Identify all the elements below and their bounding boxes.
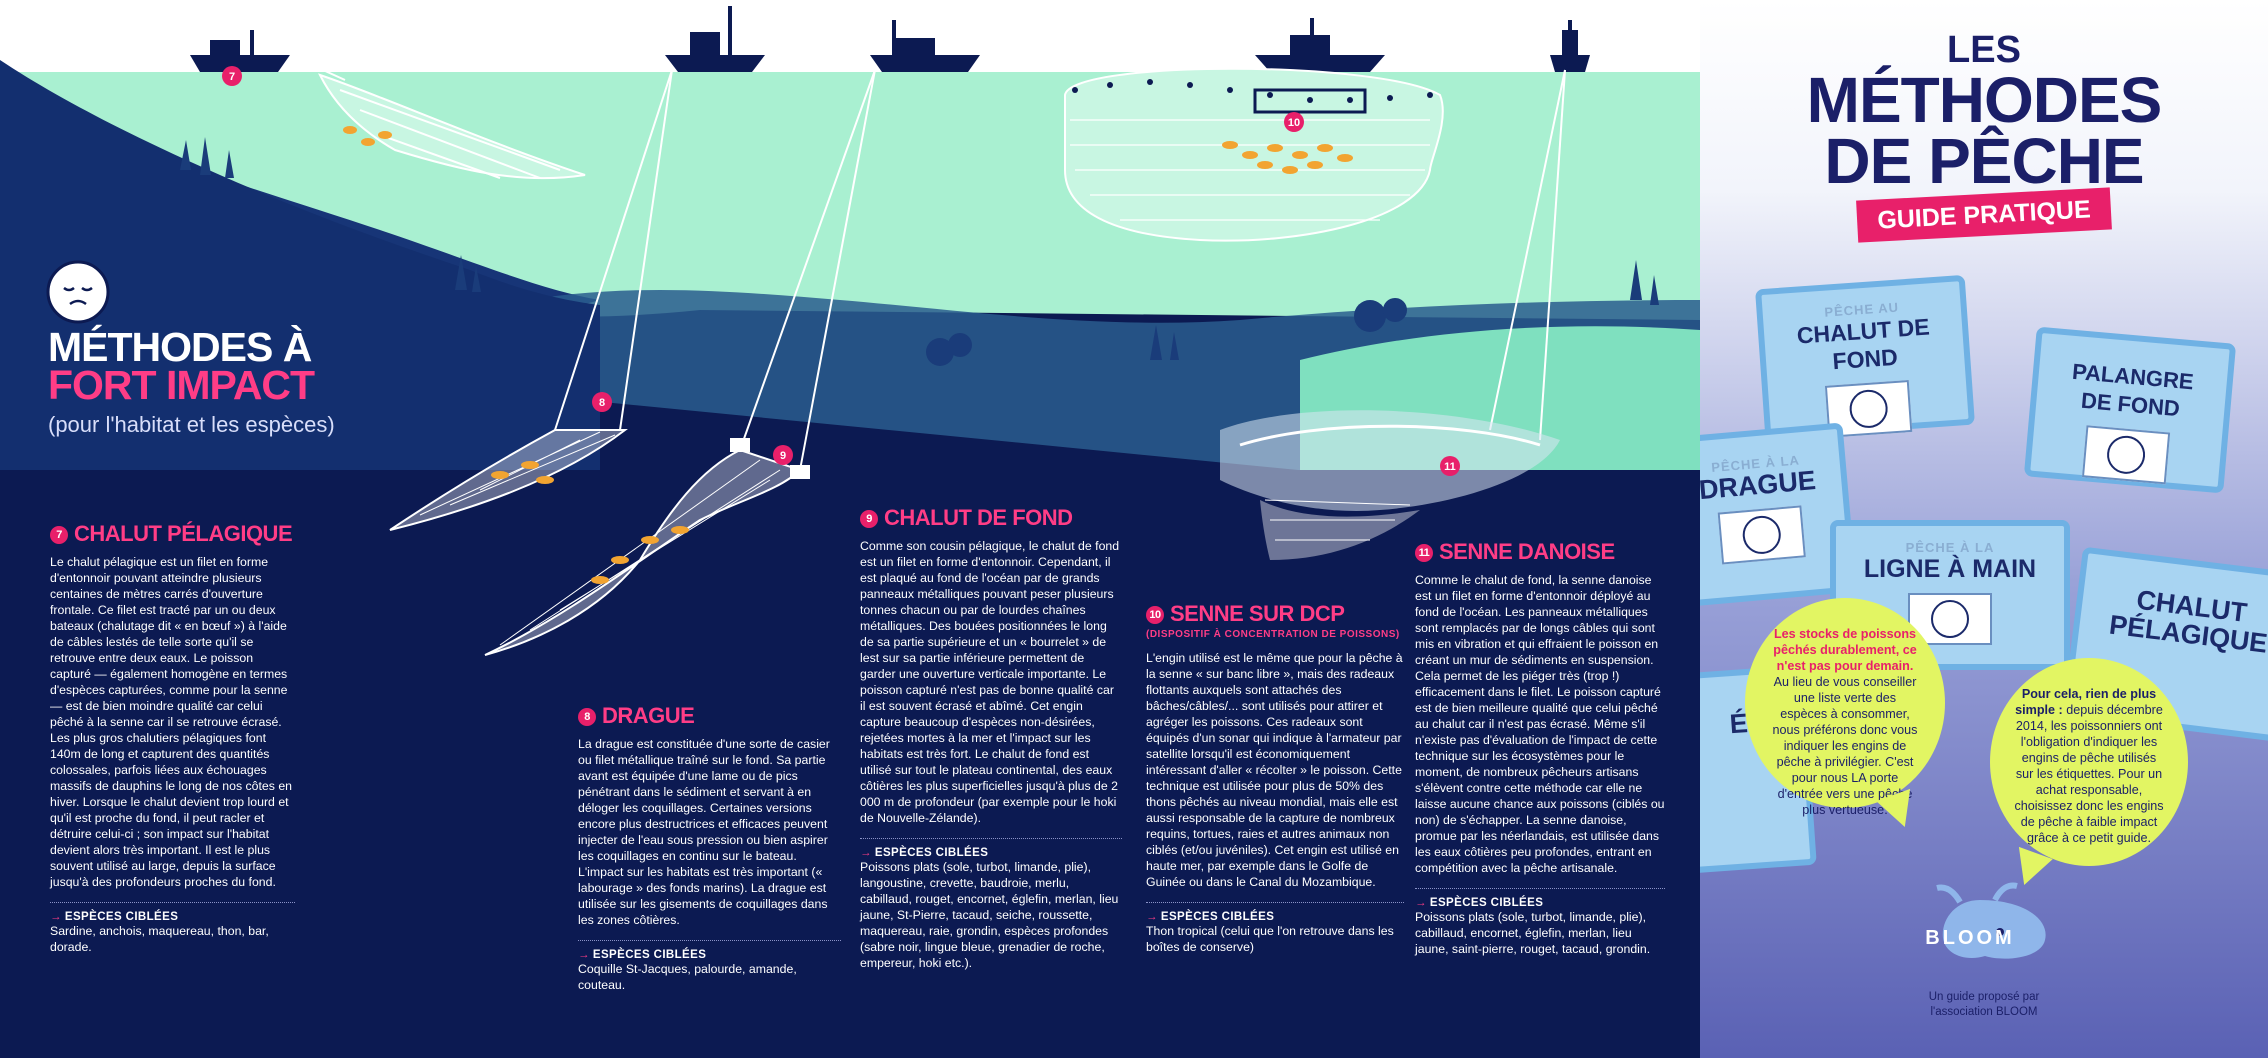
- guide-title-line2: MÉTHODES: [1806, 64, 2163, 136]
- danish-seine-net: [1220, 410, 1560, 560]
- main-title-line1: MÉTHODES À: [48, 324, 312, 370]
- method-heading: 7 CHALUT PÉLAGIQUE: [50, 522, 295, 546]
- info-bubble-left: Les stocks de poissons pêchés durablemen…: [1745, 598, 1945, 834]
- svg-text:7: 7: [229, 71, 235, 83]
- method-title: CHALUT DE FOND: [884, 505, 1073, 530]
- boats: [190, 6, 1590, 72]
- guide-title: LES MÉTHODES DE PÊCHE: [1700, 29, 2268, 197]
- happy-face-icon: [1908, 593, 1992, 645]
- method-title: CHALUT PÉLAGIQUE: [74, 521, 293, 546]
- sign-palangre: PALANGRE DE FOND: [2023, 326, 2237, 494]
- separator: [50, 902, 295, 903]
- dredge-net: [389, 429, 628, 531]
- target-heading: →ESPÈCES CIBLÉES: [860, 847, 989, 859]
- target-heading: →ESPÈCES CIBLÉES: [50, 911, 179, 923]
- method-body: Comme son cousin pélagique, le chalut de…: [860, 539, 1120, 825]
- arrow-icon: →: [578, 949, 590, 961]
- target-heading: →ESPÈCES CIBLÉES: [1146, 911, 1275, 923]
- main-title: MÉTHODES À FORT IMPACT (pour l'habitat e…: [48, 324, 335, 438]
- target-species: Poissons plats (sole, turbot, limande, p…: [860, 860, 1119, 970]
- arrow-icon: →: [50, 911, 62, 923]
- credit-line2: l'association BLOOM: [1930, 1006, 2038, 1018]
- bubble-highlight: Pour cela, rien de plus simple :: [2015, 687, 2157, 717]
- seaweed: [180, 137, 1659, 366]
- bubble-text: Au lieu de vous conseiller une liste ver…: [1772, 675, 1918, 817]
- svg-text:11: 11: [1444, 461, 1456, 473]
- method-title: SENNE DANOISE: [1439, 539, 1615, 564]
- method-number: 10: [1146, 606, 1164, 625]
- target-species: Thon tropical (celui que l'on retrouve d…: [1146, 924, 1394, 954]
- guide-panel: LES MÉTHODES DE PÊCHE GUIDE PRATIQUE PÊC…: [1700, 0, 2268, 1058]
- marker-9: 9: [773, 445, 793, 465]
- method-number: 8: [578, 708, 596, 727]
- method-number: 9: [860, 510, 878, 529]
- method-body: La drague est constituée d'une sorte de …: [578, 737, 830, 927]
- main-title-subtitle: (pour l'habitat et les espèces): [48, 412, 335, 437]
- squid-body-icon: [1942, 900, 2046, 959]
- method-senne-danoise: 11 SENNE DANOISE Comme le chalut de fond,…: [1415, 540, 1665, 957]
- arrow-icon: →: [1146, 911, 1158, 923]
- svg-text:10: 10: [1288, 117, 1300, 129]
- pelagic-net-surface: [289, 54, 586, 180]
- credit-line1: Un guide proposé par: [1928, 991, 2040, 1003]
- logo-text: BLOOM: [1925, 927, 2014, 949]
- method-body: L'engin utilisé est le même que pour la …: [1146, 651, 1403, 889]
- number-markers: 7 8 9 10 11: [222, 66, 1460, 476]
- arrow-icon: →: [860, 847, 872, 859]
- sign-small-label: PÊCHE À LA: [1905, 540, 1995, 555]
- arrow-icon: →: [1415, 897, 1427, 909]
- sign-chalut-de-fond: PÊCHE AU CHALUT DE FOND: [1755, 274, 1975, 440]
- guide-title-line3: DE PÊCHE: [1824, 125, 2144, 197]
- separator: [860, 838, 1122, 839]
- bottom-trawl-net: [484, 438, 810, 656]
- sad-face-icon: [1717, 505, 1806, 565]
- bloom-logo: BLOOM: [1925, 882, 2046, 959]
- method-senne-dcp: 10 SENNE SUR DCP (DISPOSITIF À CONCENTRAT…: [1146, 602, 1404, 955]
- sad-face-icon: [46, 260, 110, 324]
- target-species: Poissons plats (sole, turbot, limande, p…: [1415, 910, 1651, 956]
- marker-10: 10: [1284, 112, 1304, 132]
- marker-8: 8: [592, 392, 612, 412]
- slope: [0, 60, 600, 520]
- method-body: Comme le chalut de fond, la senne danois…: [1415, 573, 1665, 875]
- method-heading: 11 SENNE DANOISE: [1415, 540, 1665, 564]
- method-title: DRAGUE: [602, 703, 695, 728]
- credit: Un guide proposé par l'association BLOOM: [1700, 990, 2268, 1020]
- method-chalut-pelagique: 7 CHALUT PÉLAGIQUE Le chalut pélagique es…: [50, 522, 295, 955]
- cables: [554, 69, 1566, 471]
- bubble-highlight: Les stocks de poissons pêchés durablemen…: [1773, 627, 1917, 673]
- separator: [1415, 888, 1665, 889]
- method-number: 7: [50, 526, 68, 545]
- svg-text:9: 9: [780, 450, 786, 462]
- target-heading: →ESPÈCES CIBLÉES: [578, 949, 707, 961]
- separator: [578, 940, 841, 941]
- method-heading: 8 DRAGUE: [578, 704, 841, 728]
- method-heading: 9 CHALUT DE FOND: [860, 506, 1122, 530]
- sad-face-icon: [2081, 425, 2171, 485]
- method-title: SENNE SUR DCP: [1170, 601, 1345, 626]
- ocean-scene: 7 8 9 10 11: [0, 0, 1700, 656]
- main-title-line2: FORT IMPACT: [48, 362, 315, 408]
- marker-7: 7: [222, 66, 242, 86]
- target-heading: →ESPÈCES CIBLÉES: [1415, 897, 1544, 909]
- method-chalut-de-fond: 9 CHALUT DE FOND Comme son cousin pélagiq…: [860, 506, 1122, 971]
- guide-title-line1: LES: [1947, 29, 2021, 71]
- target-species: Sardine, anchois, maquereau, thon, bar, …: [50, 924, 269, 954]
- method-drague: 8 DRAGUE La drague est constituée d'une s…: [578, 704, 841, 993]
- separator: [1146, 902, 1404, 903]
- target-species: Coquille St-Jacques, palourde, amande, c…: [578, 962, 797, 992]
- method-heading: 10 SENNE SUR DCP: [1146, 602, 1404, 626]
- fish-school-1: [343, 126, 392, 146]
- info-bubble-right: Pour cela, rien de plus simple : depuis …: [1990, 658, 2188, 892]
- method-body: Le chalut pélagique est un filet en form…: [50, 555, 292, 889]
- method-number: 11: [1415, 544, 1433, 563]
- sign-big-label: LIGNE À MAIN: [1863, 555, 2037, 583]
- dcp-purse-seine: [1064, 67, 1444, 242]
- bubble-text: depuis décembre 2014, les poissonniers o…: [2014, 703, 2164, 845]
- marker-11: 11: [1440, 456, 1460, 476]
- svg-text:8: 8: [599, 397, 605, 409]
- method-subtitle: (DISPOSITIF À CONCENTRATION DE POISSONS): [1146, 629, 1400, 640]
